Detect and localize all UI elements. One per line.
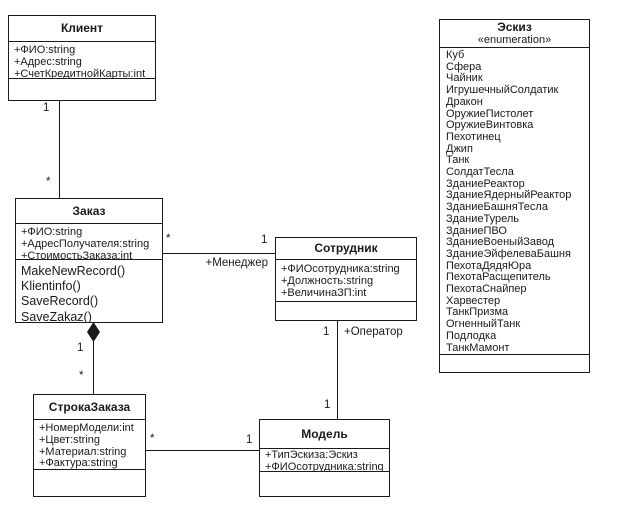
- class-box-stroka-zakaza: СтрокаЗаказа +НомерМодели:int+Цвет:strin…: [33, 394, 146, 497]
- member-item: Танк: [446, 154, 470, 167]
- multiplicity-stroka-end: *: [78, 370, 85, 382]
- multiplicity-sotrudnik-end: 1: [260, 234, 269, 246]
- member-item: ОгненныйТанк: [446, 318, 521, 331]
- member-item: Дракон: [446, 95, 483, 108]
- class-name: Сотрудник: [314, 241, 378, 255]
- class-box-model: Модель +ТипЭскиза:Эскиз+ФИОсотрудника:st…: [259, 419, 390, 497]
- member-item: ЗданиеБашняТесла: [446, 201, 548, 214]
- member-item: ПехотаДядяЮра: [446, 259, 532, 272]
- member-item: +ФИОсотрудника:string: [281, 263, 400, 275]
- multiplicity-zakaz-end: *: [165, 233, 172, 245]
- composition-zakaz-stroka: [93, 334, 94, 394]
- class-box-klient: Клиент +ФИО:string+Адрес:string+СчетКред…: [8, 15, 156, 101]
- member-item: +АдресПолучателя:string: [21, 237, 150, 250]
- enum-name: Эскиз: [497, 20, 532, 34]
- member-item: ТанкПризма: [446, 306, 509, 319]
- attributes-compartment: +ФИОсотрудника:string+Должность:string+В…: [276, 259, 416, 301]
- multiplicity-sotrudnik-end: 1: [322, 326, 331, 338]
- association-sotrudnik-model: [337, 321, 338, 419]
- member-item: +Адрес:string: [14, 55, 82, 68]
- class-name: СтрокаЗаказа: [48, 399, 131, 414]
- multiplicity-model-end: 1: [323, 399, 332, 411]
- operations-compartment: [260, 471, 389, 496]
- attributes-compartment: +НомерМодели:int+Цвет:string+Материал:st…: [34, 419, 145, 469]
- association-klient-zakaz: [59, 101, 60, 198]
- operations-compartment: [9, 78, 155, 100]
- multiplicity-zakaz-end: *: [45, 176, 52, 188]
- member-item: ПехотаРасщепитель: [446, 271, 551, 284]
- enum-empty-compartment: [440, 354, 589, 372]
- member-item: +ФИО:string: [14, 44, 76, 56]
- role-label-operator: +Оператор: [344, 326, 403, 338]
- member-item: Подлодка: [446, 329, 497, 342]
- attributes-compartment: +ФИО:string+Адрес:string+СчетКредитнойКа…: [9, 41, 155, 78]
- member-item: ЗданиеРеактор: [446, 177, 525, 190]
- member-item: ОружиеПистолет: [446, 107, 534, 120]
- member-item: +СтоимостьЗаказа:int: [21, 249, 133, 259]
- member-item: +НомерМодели:int: [39, 422, 134, 434]
- member-item: ЗданиеЯдерныйРеактор: [446, 189, 572, 202]
- association-stroka-model: [146, 450, 259, 451]
- multiplicity-model-end: 1: [245, 434, 254, 446]
- member-item: SaveZakaz(): [21, 309, 92, 322]
- member-item: Харвестер: [446, 294, 501, 307]
- member-item: +ФИОсотрудника:string: [265, 460, 384, 471]
- member-item: Куб: [446, 49, 465, 61]
- member-item: ЗданиеВоеныйЗавод: [446, 236, 554, 249]
- member-item: СолдатТесла: [446, 166, 514, 179]
- association-zakaz-sotrudnik: [163, 253, 275, 254]
- member-item: Джип: [446, 142, 473, 155]
- member-item: ЗданиеТурель: [446, 212, 520, 225]
- member-item: Чайник: [446, 72, 483, 85]
- member-item: +ТипЭскиза:Эскиз: [265, 449, 358, 461]
- attributes-compartment: +ТипЭскиза:Эскиз+ФИОсотрудника:string: [260, 448, 389, 471]
- member-item: ИгрушечныйСолдатик: [446, 84, 559, 97]
- member-item: ПехотаСнайпер: [446, 283, 527, 296]
- operations-compartment: [34, 469, 145, 496]
- attributes-compartment: +ФИО:string+АдресПолучателя:string+Стоим…: [16, 223, 162, 259]
- multiplicity-zakaz-end: 1: [76, 342, 85, 354]
- member-item: +Материал:string: [39, 445, 127, 458]
- member-item: SaveRecord(): [21, 294, 99, 309]
- class-name: Заказ: [72, 203, 106, 218]
- composition-diamond-icon: [87, 322, 100, 342]
- class-name: Модель: [301, 426, 348, 441]
- member-item: ЗданиеПВО: [446, 224, 507, 237]
- enum-header: Эскиз «enumeration»: [440, 20, 589, 47]
- class-box-sotrudnik: Сотрудник +ФИОсотрудника:string+Должност…: [275, 237, 417, 321]
- member-item: +Должность:string: [281, 274, 374, 287]
- class-box-zakaz: Заказ +ФИО:string+АдресПолучателя:string…: [15, 198, 163, 323]
- multiplicity-klient-end: 1: [42, 102, 51, 114]
- multiplicity-stroka-end: *: [149, 433, 156, 445]
- role-label-manager: +Менеджер: [205, 257, 268, 269]
- operations-compartment: MakeNewRecord()Klientinfo()SaveRecord()S…: [16, 259, 162, 322]
- member-item: +Фактура:string: [39, 457, 118, 469]
- member-item: +ВеличинаЗП:int: [281, 286, 367, 299]
- member-item: ТанкМамонт: [446, 341, 510, 354]
- member-item: +ФИО:string: [21, 226, 83, 238]
- member-item: +Цвет:string: [39, 433, 101, 446]
- class-name: Клиент: [60, 21, 104, 35]
- member-item: Klientinfo(): [21, 279, 81, 294]
- member-item: Пехотинец: [446, 130, 501, 143]
- enum-stereotype: «enumeration»: [477, 34, 552, 46]
- member-item: ЗданиеЭйфелеваБашня: [446, 247, 571, 260]
- operations-compartment: [276, 301, 416, 320]
- member-item: MakeNewRecord(): [21, 264, 126, 278]
- member-item: Сфера: [446, 60, 482, 73]
- member-item: +СчетКредитнойКарты:int: [14, 67, 146, 78]
- member-item: ОружиеВинтовка: [446, 119, 534, 132]
